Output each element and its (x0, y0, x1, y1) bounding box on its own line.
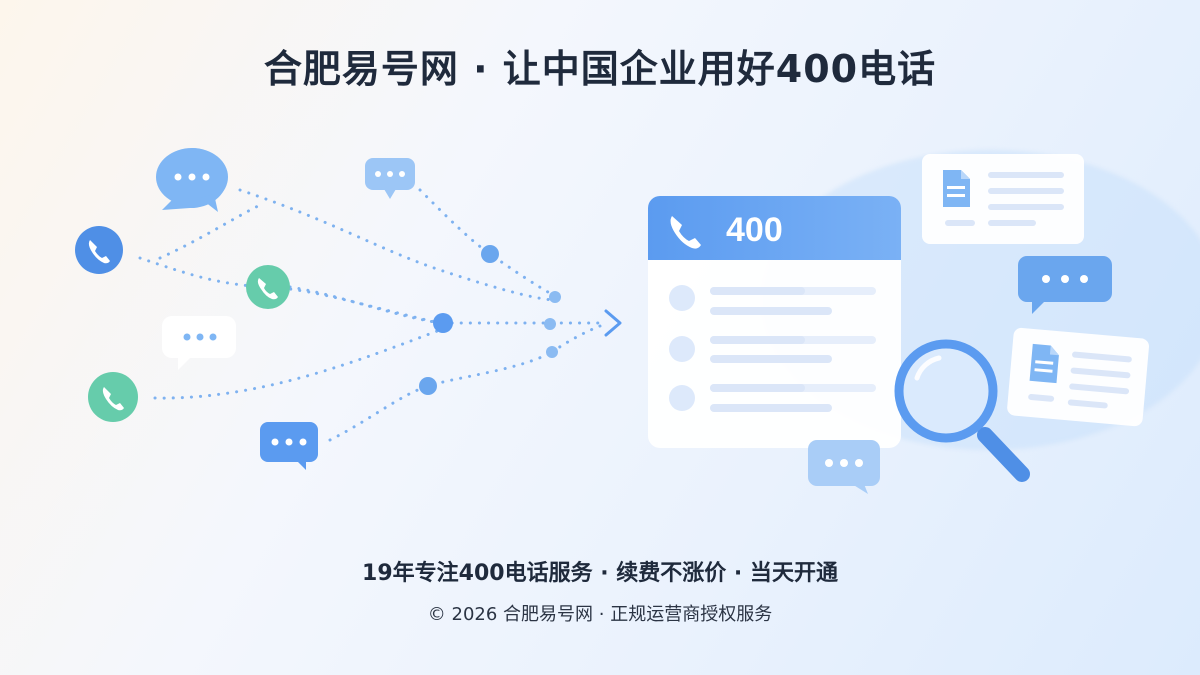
chat-bubble-icon (365, 158, 415, 199)
chat-bubble-icon (808, 440, 880, 494)
phone-icon (88, 372, 138, 422)
flow-node (544, 318, 556, 330)
list-item (669, 336, 876, 363)
flow-lines (138, 188, 602, 442)
flow-line (158, 203, 262, 260)
hotline-card (648, 196, 901, 448)
card-number: 400 (726, 211, 783, 249)
list-item (669, 285, 876, 315)
flow-line (550, 324, 602, 354)
phone-icon (670, 216, 701, 249)
flow-line (238, 188, 557, 302)
flow-line (153, 328, 442, 400)
document-icon (943, 170, 970, 207)
document-card (922, 154, 1084, 244)
arrow-right-icon (604, 309, 622, 337)
chat-bubble-icon (1018, 256, 1112, 314)
chat-bubble-icon (260, 422, 318, 470)
phone-icon (75, 226, 123, 274)
phone-icon (246, 265, 290, 309)
flow-line (288, 285, 442, 325)
document-card (1007, 327, 1149, 427)
banner-title: 合肥易号网 · 让中国企业用好400电话 (263, 47, 937, 91)
document-icon (1029, 343, 1059, 384)
flow-node (419, 377, 437, 395)
service-tagline: 19年专注400电话服务 · 续费不涨价 · 当天开通 (362, 561, 838, 586)
flow-line (328, 350, 554, 442)
flow-line (418, 188, 557, 298)
flow-node (549, 291, 561, 303)
flow-node (433, 313, 453, 333)
chat-bubble-icon (162, 316, 236, 370)
copyright-notice: © 2026 合肥易号网 · 正规运营商授权服务 (427, 604, 773, 625)
magnifier-icon (894, 339, 1030, 482)
list-item (669, 384, 876, 412)
flow-node (546, 346, 558, 358)
flow-node (481, 245, 499, 263)
chat-bubble-icon (156, 148, 228, 212)
